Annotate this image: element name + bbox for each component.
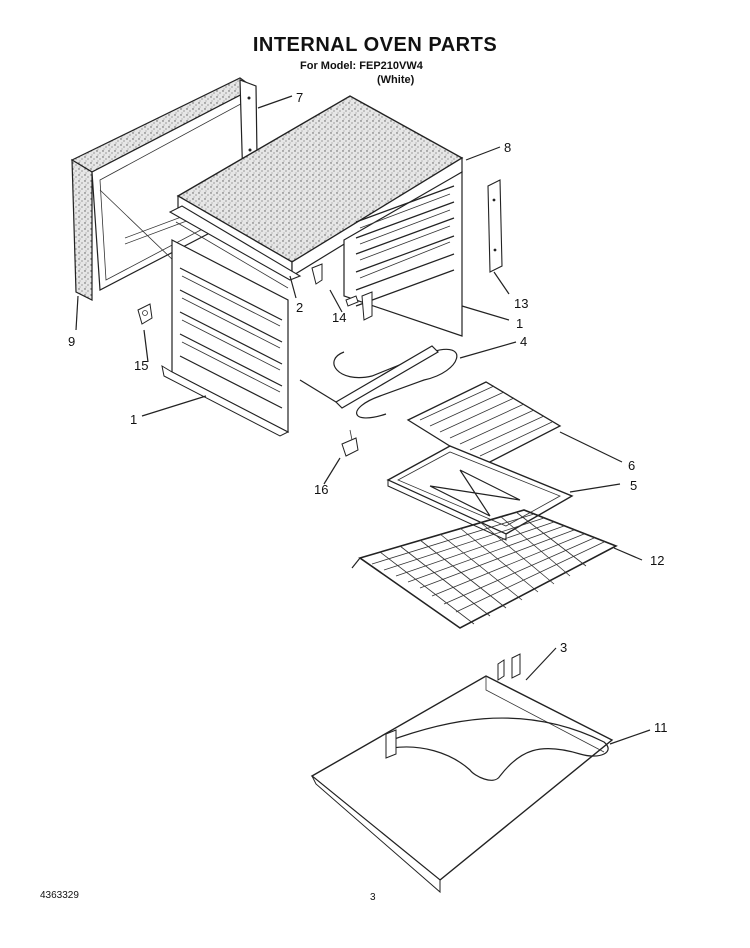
page-title: INTERNAL OVEN PARTS (252, 34, 498, 56)
model-line: For Model: FEP210VW4 (300, 60, 423, 72)
callout-1-left: 1 (130, 412, 137, 427)
callout-12: 12 (650, 553, 664, 568)
page-number: 3 (370, 892, 376, 903)
part-1-right-rack-support (343, 170, 463, 337)
callout-7: 7 (296, 90, 303, 105)
part-5-broiler-pan (386, 445, 574, 541)
part-3-oven-bottom (310, 653, 614, 894)
callout-14: 14 (332, 310, 346, 325)
part-14-clip (311, 263, 373, 321)
callout-3: 3 (560, 640, 567, 655)
part-1-left-rack-support (161, 239, 290, 437)
part-16-terminal (341, 429, 359, 457)
callout-8: 8 (504, 140, 511, 155)
callout-15: 15 (134, 358, 148, 373)
part-6-broiler-grid (406, 381, 562, 467)
callout-16: 16 (314, 482, 328, 497)
callout-2: 2 (296, 300, 303, 315)
callout-11: 11 (654, 720, 668, 735)
callout-4: 4 (520, 334, 527, 349)
callout-5: 5 (630, 478, 637, 493)
part-2-rail (168, 205, 302, 289)
callout-6: 6 (628, 458, 635, 473)
document-number: 4363329 (40, 890, 79, 901)
part-12-oven-rack (351, 509, 618, 629)
callout-13: 13 (514, 296, 528, 311)
color-line: (White) (377, 74, 415, 86)
part-4-broil-element (299, 345, 458, 419)
part-11-bake-element (385, 717, 609, 781)
part-15-clip (137, 303, 153, 325)
callout-1-right: 1 (516, 316, 523, 331)
part-13-bracket (487, 179, 503, 273)
callout-9: 9 (68, 334, 75, 349)
leader-lines (75, 95, 651, 745)
